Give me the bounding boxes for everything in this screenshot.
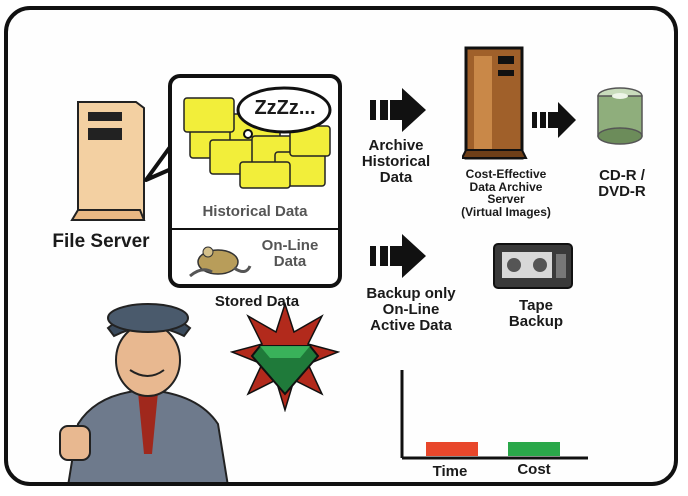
frog-icon: [182, 236, 252, 282]
file-server-icon: [70, 98, 148, 226]
tape-backup-label: Tape Backup: [508, 297, 564, 330]
archive-server-icon: [462, 40, 532, 164]
archive-server-label: Cost-Effective Data Archive Server (Virt…: [461, 167, 551, 219]
historical-data-label: Historical Data: [202, 203, 308, 220]
stored-data-box: ZzZz... Historical Data On-Line Data: [168, 74, 342, 288]
backup-arrow-icon: [368, 232, 428, 280]
cost-label: Cost: [517, 461, 551, 478]
file-server-label: File Server: [52, 231, 150, 252]
gem-burst-icon: [230, 302, 340, 412]
optical-drive-icon: [588, 82, 652, 154]
sleep-text: ZzZz...: [254, 97, 316, 119]
backup-arrow-label: Backup only On-Line Active Data: [366, 285, 456, 334]
time-bar: [426, 442, 478, 456]
businessman-icon: [58, 274, 248, 482]
stored-data-label: Stored Data: [214, 293, 300, 310]
media-arrow-icon: [530, 100, 578, 140]
section-divider: [172, 228, 338, 230]
cd-dvd-label: CD-R / DVD-R: [598, 167, 646, 200]
online-data-label: On-Line Data: [261, 237, 319, 270]
tape-cartridge-icon: [492, 242, 574, 290]
cost-bar: [508, 442, 560, 456]
sleep-bubble-icon: [234, 84, 334, 140]
archive-arrow-icon: [368, 86, 428, 134]
archive-arrow-label: Archive Historical Data: [361, 137, 431, 186]
comparison-axis: [400, 370, 590, 462]
time-label: Time: [432, 463, 468, 480]
diagram-panel: File Server: [4, 6, 678, 486]
folder-pile-icon: [180, 84, 338, 194]
